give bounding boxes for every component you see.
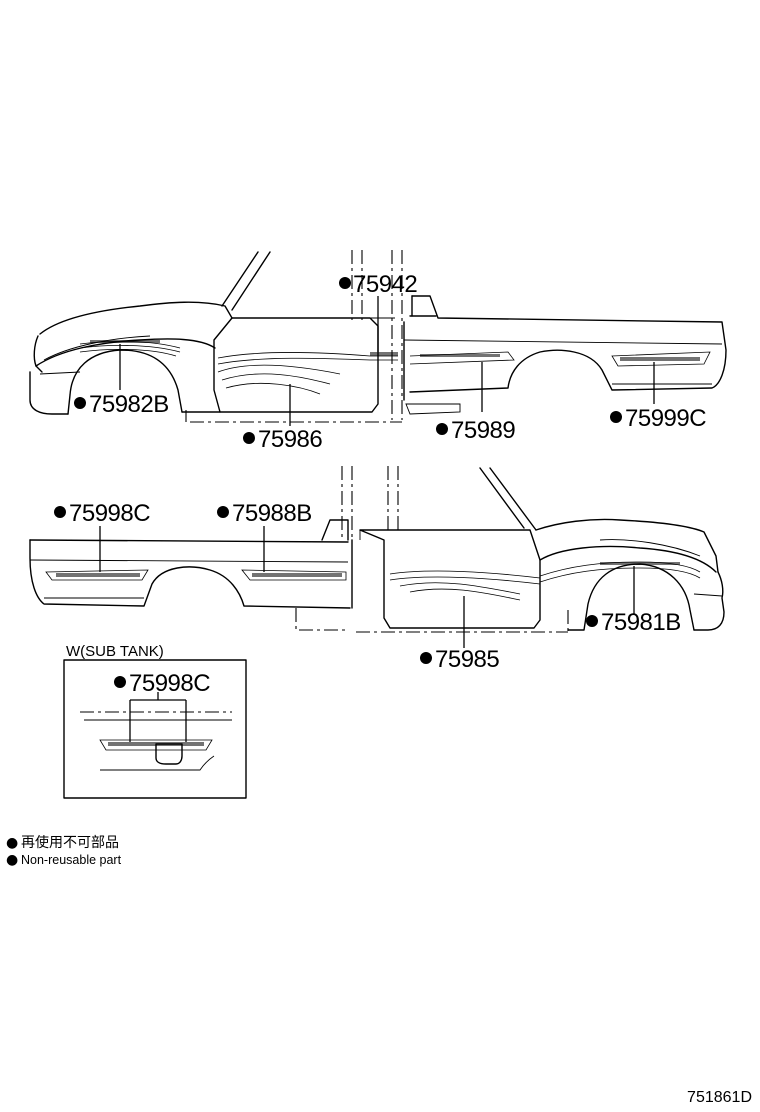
non-reusable-dot-icon bbox=[610, 411, 622, 423]
non-reusable-dot-icon bbox=[74, 397, 86, 409]
upper-vehicle-outline bbox=[29, 250, 727, 423]
non-reusable-dot-icon bbox=[420, 652, 432, 664]
non-reusable-dot-icon bbox=[54, 506, 66, 518]
callout-75981B: 75981B bbox=[586, 609, 681, 636]
legend-symbol: ● bbox=[6, 852, 18, 868]
sub-tank-inset bbox=[63, 659, 247, 799]
lower-leaders bbox=[99, 526, 635, 648]
callout-75982B: 75982B bbox=[74, 391, 169, 418]
part-number-label: 75988B bbox=[232, 500, 312, 527]
inset-callout: 75998C bbox=[114, 670, 211, 697]
non-reusable-dot-icon bbox=[114, 676, 126, 688]
non-reusable-dot-icon bbox=[217, 506, 229, 518]
part-number-label: 75999C bbox=[625, 405, 706, 432]
part-number-label: 75986 bbox=[258, 426, 322, 453]
upper-leaders bbox=[119, 296, 655, 426]
illustration-code: 751861D bbox=[687, 1089, 752, 1106]
part-number-label: 75989 bbox=[451, 417, 515, 444]
part-number-label: 75998C bbox=[69, 500, 150, 527]
non-reusable-dot-icon bbox=[586, 615, 598, 627]
part-number-label: 75981B bbox=[601, 609, 681, 636]
non-reusable-dot-icon bbox=[243, 432, 255, 444]
lower-vehicle-outline bbox=[29, 466, 725, 633]
legend-english: Non-reusable part bbox=[21, 853, 122, 867]
part-number-label: 75998C bbox=[129, 670, 210, 697]
lower-stripes bbox=[45, 561, 701, 601]
part-number-label: 75982B bbox=[89, 391, 169, 418]
inset-title: W(SUB TANK) bbox=[66, 643, 164, 660]
non-reusable-dot-icon bbox=[436, 423, 448, 435]
part-number-label: 75985 bbox=[435, 646, 499, 673]
callout-75989: 75989 bbox=[436, 417, 516, 444]
legend-symbol: ● bbox=[6, 835, 18, 851]
callout-75942: 75942 bbox=[339, 271, 418, 298]
inset-frame bbox=[63, 659, 247, 799]
callout-75986: 75986 bbox=[243, 426, 323, 453]
callout-75985: 75985 bbox=[420, 646, 500, 673]
callout-75998C: 75998C bbox=[54, 500, 151, 527]
non-reusable-dot-icon bbox=[339, 277, 351, 289]
legend: ● 再使用不可部品 ● Non-reusable part bbox=[6, 834, 122, 868]
part-number-label: 75942 bbox=[353, 271, 417, 298]
upper-stripes bbox=[79, 340, 711, 395]
legend-japanese: 再使用不可部品 bbox=[21, 834, 119, 851]
callout-75988B: 75988B bbox=[217, 500, 312, 527]
callout-75999C: 75999C bbox=[610, 405, 707, 432]
